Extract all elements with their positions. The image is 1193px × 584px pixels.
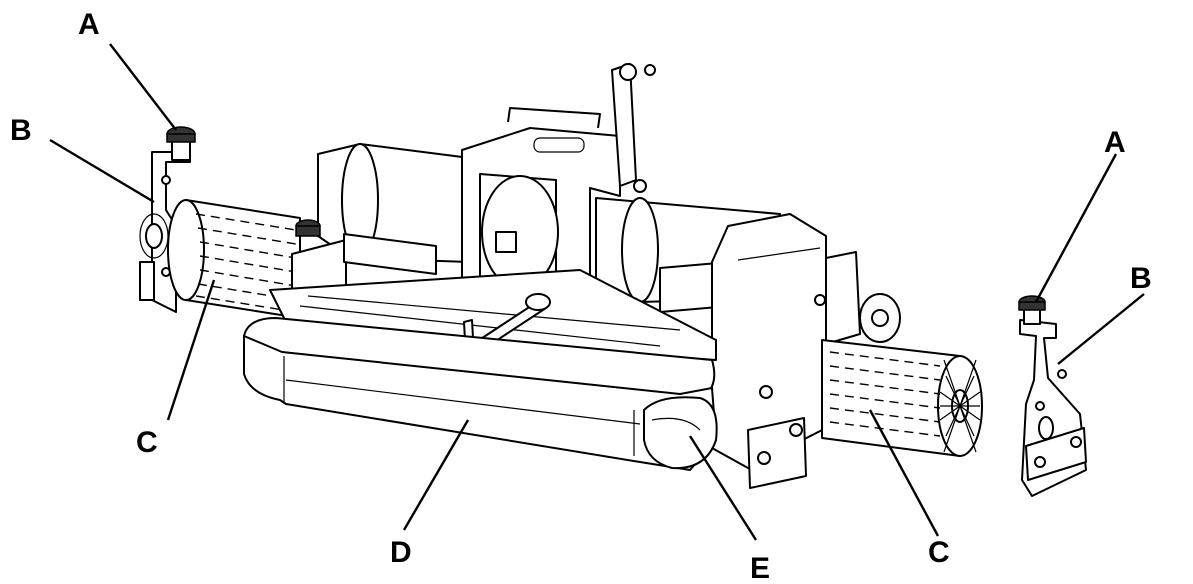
callout-e: E xyxy=(750,552,770,584)
front-tank xyxy=(243,317,718,471)
callout-d: D xyxy=(390,536,412,569)
leader-b-left xyxy=(49,138,155,204)
leader-a-right xyxy=(1034,153,1118,303)
callout-c-right: C xyxy=(928,536,950,569)
leader-a-left xyxy=(109,43,177,131)
right-brush-roller xyxy=(821,339,983,457)
right-bracket xyxy=(1019,319,1087,497)
left-knob xyxy=(166,126,196,161)
callout-b-right: B xyxy=(1130,262,1152,295)
callout-a-left: A xyxy=(78,8,100,41)
leader-b-right xyxy=(1057,293,1145,365)
left-brush-roller xyxy=(167,199,301,319)
callout-c-left: C xyxy=(136,426,158,459)
leader-d xyxy=(402,419,470,531)
leader-lines xyxy=(49,43,1145,541)
main-housing xyxy=(269,63,901,489)
leader-c-left xyxy=(166,279,216,421)
callout-b-left: B xyxy=(10,114,32,147)
leader-c-right xyxy=(868,409,940,537)
leader-e xyxy=(688,435,758,541)
callout-a-right: A xyxy=(1104,126,1126,159)
